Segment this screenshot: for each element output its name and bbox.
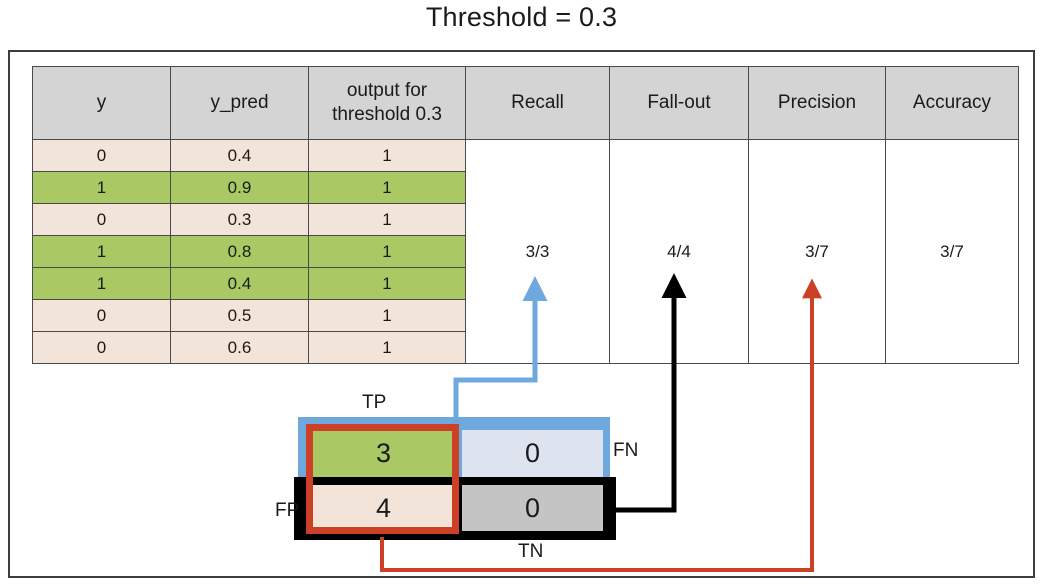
column-header-accuracy: Accuracy bbox=[885, 66, 1019, 140]
column-header-fallout: Fall-out bbox=[609, 66, 749, 140]
cell-recall-value: 3/3 bbox=[465, 139, 610, 364]
column-header-output: output for threshold 0.3 bbox=[308, 66, 466, 140]
cell-y-pred: 0.6 bbox=[170, 331, 309, 364]
confusion-cell-fn: 0 bbox=[462, 430, 603, 477]
cell-output: 1 bbox=[308, 267, 466, 300]
cell-output: 1 bbox=[308, 299, 466, 332]
table-header-row: y y_pred output for threshold 0.3 Recall… bbox=[32, 66, 1019, 140]
column-header-output-line1: output for bbox=[346, 80, 428, 102]
confusion-label-fp: FP bbox=[275, 500, 300, 521]
cell-y-pred: 0.4 bbox=[170, 267, 309, 300]
column-header-y-pred: y_pred bbox=[170, 66, 309, 140]
table-row: 1 0.9 1 bbox=[32, 171, 1019, 204]
cell-y: 0 bbox=[32, 299, 171, 332]
table-row: 0 0.3 1 bbox=[32, 203, 1019, 236]
cell-y-pred: 0.3 bbox=[170, 203, 309, 236]
metrics-table: y y_pred output for threshold 0.3 Recall… bbox=[32, 66, 1019, 364]
confusion-cell-tn: 0 bbox=[462, 485, 603, 531]
cell-output: 1 bbox=[308, 171, 466, 204]
cell-output: 1 bbox=[308, 203, 466, 236]
column-header-output-line2: threshold 0.3 bbox=[332, 104, 442, 125]
cell-y: 1 bbox=[32, 235, 171, 268]
page-title: Threshold = 0.3 bbox=[425, 2, 618, 32]
cell-accuracy-value: 3/7 bbox=[885, 139, 1019, 364]
confusion-label-tp: TP bbox=[362, 392, 387, 413]
cell-y-pred: 0.9 bbox=[170, 171, 309, 204]
cell-y-pred: 0.4 bbox=[170, 139, 309, 172]
cell-output: 1 bbox=[308, 235, 466, 268]
cell-fallout-value: 4/4 bbox=[609, 139, 749, 364]
table-body: 0 0.4 1 3/3 4/4 3/7 3/7 1 0.9 1 0 0.3 1 … bbox=[32, 139, 1019, 364]
cell-y-pred: 0.5 bbox=[170, 299, 309, 332]
cell-y: 0 bbox=[32, 331, 171, 364]
column-header-y: y bbox=[32, 66, 171, 140]
column-header-precision: Precision bbox=[748, 66, 886, 140]
confusion-matrix-predicted-positive-outline bbox=[306, 424, 459, 534]
table-header: y y_pred output for threshold 0.3 Recall… bbox=[32, 66, 1019, 140]
cell-y-pred: 0.8 bbox=[170, 235, 309, 268]
table-row: 1 0.8 1 bbox=[32, 235, 1019, 268]
cell-output: 1 bbox=[308, 139, 466, 172]
confusion-label-fn: FN bbox=[613, 440, 639, 461]
cell-y: 1 bbox=[32, 267, 171, 300]
cell-precision-value: 3/7 bbox=[748, 139, 886, 364]
cell-y: 1 bbox=[32, 171, 171, 204]
table-row: 1 0.4 1 bbox=[32, 267, 1019, 300]
column-header-recall: Recall bbox=[465, 66, 610, 140]
confusion-label-tn: TN bbox=[518, 541, 544, 562]
table-row: 0 0.4 1 3/3 4/4 3/7 3/7 bbox=[32, 139, 1019, 364]
cell-output: 1 bbox=[308, 331, 466, 364]
cell-y: 0 bbox=[32, 203, 171, 236]
cell-y: 0 bbox=[32, 139, 171, 172]
